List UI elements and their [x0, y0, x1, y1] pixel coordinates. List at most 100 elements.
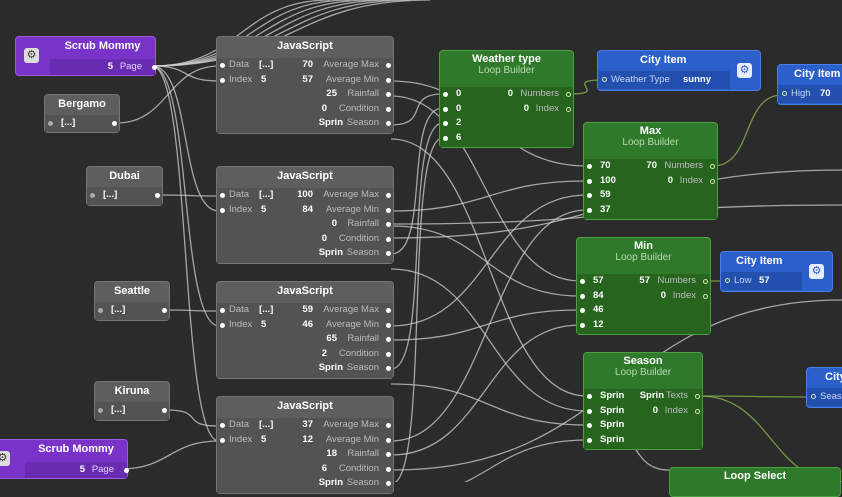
city-value[interactable]: [...]: [103, 189, 118, 200]
gear-icon[interactable]: ⚙: [0, 451, 10, 466]
settings-icon[interactable]: ⚙: [737, 63, 752, 78]
data-input-port[interactable]: [220, 63, 225, 68]
output-port[interactable]: [386, 322, 391, 328]
settings-icon[interactable]: ⚙: [809, 264, 824, 279]
output-port[interactable]: [386, 222, 391, 227]
data-value[interactable]: [...]: [259, 59, 274, 70]
index-input-port[interactable]: [220, 437, 225, 443]
input-port[interactable]: [587, 164, 592, 169]
input-port[interactable]: [587, 408, 592, 414]
city-value[interactable]: [...]: [61, 117, 76, 128]
numbers-output-port[interactable]: [566, 92, 571, 97]
city-item-high-node[interactable]: City Item High 70: [777, 64, 842, 105]
input-port[interactable]: [587, 437, 592, 443]
output-port[interactable]: [386, 452, 391, 457]
output-port[interactable]: [386, 351, 391, 357]
input-port[interactable]: [580, 308, 585, 313]
data-value[interactable]: [...]: [259, 189, 274, 200]
input-port[interactable]: [443, 121, 448, 126]
output-port[interactable]: [112, 121, 117, 126]
input-port[interactable]: [580, 279, 585, 284]
output-port[interactable]: [386, 437, 391, 443]
output-port[interactable]: [155, 193, 160, 198]
index-output-port[interactable]: [566, 106, 571, 112]
loop-select-node[interactable]: Loop Select: [669, 467, 841, 497]
output-port[interactable]: [386, 236, 391, 242]
output-port[interactable]: [386, 121, 391, 126]
city-item-weather-node[interactable]: City Item ⚙ Weather Type sunny: [597, 50, 761, 91]
page-value[interactable]: 5: [107, 61, 113, 72]
index-value[interactable]: 5: [261, 73, 267, 85]
city-value[interactable]: [...]: [111, 304, 126, 315]
input-port[interactable]: [48, 121, 53, 126]
input-port[interactable]: [443, 135, 448, 141]
input-port[interactable]: [587, 423, 592, 428]
city-value[interactable]: [...]: [111, 404, 126, 415]
gear-icon[interactable]: ⚙: [24, 48, 39, 63]
output-port[interactable]: [162, 408, 167, 413]
input-port[interactable]: [587, 178, 592, 184]
texts-output-port[interactable]: [695, 394, 700, 399]
input-port[interactable]: [98, 308, 103, 313]
season-input-port[interactable]: [811, 394, 816, 399]
output-port[interactable]: [386, 466, 391, 472]
data-input-port[interactable]: [220, 193, 225, 198]
input-port[interactable]: [98, 408, 103, 413]
index-input-port[interactable]: [220, 322, 225, 328]
kiruna-node[interactable]: Kiruna [...]: [94, 381, 170, 421]
page-output-port[interactable]: [152, 65, 157, 70]
data-value[interactable]: [...]: [259, 304, 274, 315]
output-port[interactable]: [386, 366, 391, 371]
input-port[interactable]: [587, 394, 592, 399]
index-value[interactable]: 5: [261, 203, 267, 215]
weather-type-input-port[interactable]: [602, 77, 607, 82]
output-port[interactable]: [386, 308, 391, 313]
low-input-port[interactable]: [725, 278, 730, 283]
output-port[interactable]: [386, 337, 391, 342]
index-output-port[interactable]: [695, 408, 700, 414]
index-output-port[interactable]: [703, 293, 708, 299]
high-input-port[interactable]: [782, 91, 787, 96]
input-port[interactable]: [90, 193, 95, 198]
input-port[interactable]: [443, 106, 448, 112]
data-value[interactable]: [...]: [259, 419, 274, 430]
input-port[interactable]: [443, 92, 448, 97]
numbers-output-port[interactable]: [703, 279, 708, 284]
input-port[interactable]: [580, 293, 585, 299]
seattle-node[interactable]: Seattle [...]: [94, 281, 170, 321]
page-output-port[interactable]: [124, 468, 129, 473]
input-port[interactable]: [580, 322, 585, 328]
output-port[interactable]: [386, 251, 391, 256]
numbers-output-port[interactable]: [710, 164, 715, 169]
index-value[interactable]: 5: [261, 433, 267, 445]
city-item-low-node[interactable]: City Item ⚙ Low 57: [720, 251, 833, 292]
output-port[interactable]: [386, 193, 391, 198]
output-port[interactable]: [386, 77, 391, 83]
input-port[interactable]: [587, 193, 592, 198]
data-input-port[interactable]: [220, 308, 225, 313]
page-value[interactable]: 5: [79, 464, 85, 475]
index-value[interactable]: 5: [261, 318, 267, 330]
output-port[interactable]: [386, 106, 391, 112]
dubai-node[interactable]: Dubai [...]: [86, 166, 163, 206]
output-port[interactable]: [386, 423, 391, 428]
data-input-port[interactable]: [220, 423, 225, 428]
index-input-port[interactable]: [220, 207, 225, 213]
scrub-mommy-node[interactable]: ⚙ Scrub Mommy 5 Page: [15, 36, 157, 76]
index-input-port[interactable]: [220, 77, 225, 83]
output-port[interactable]: [386, 63, 391, 68]
bergamo-node[interactable]: Bergamo [...]: [44, 94, 120, 133]
input-port[interactable]: [587, 207, 592, 213]
city-item-season-node[interactable]: City Seaso: [806, 367, 842, 408]
output-port[interactable]: [386, 92, 391, 97]
output-port[interactable]: [386, 207, 391, 213]
output-port[interactable]: [162, 308, 167, 313]
